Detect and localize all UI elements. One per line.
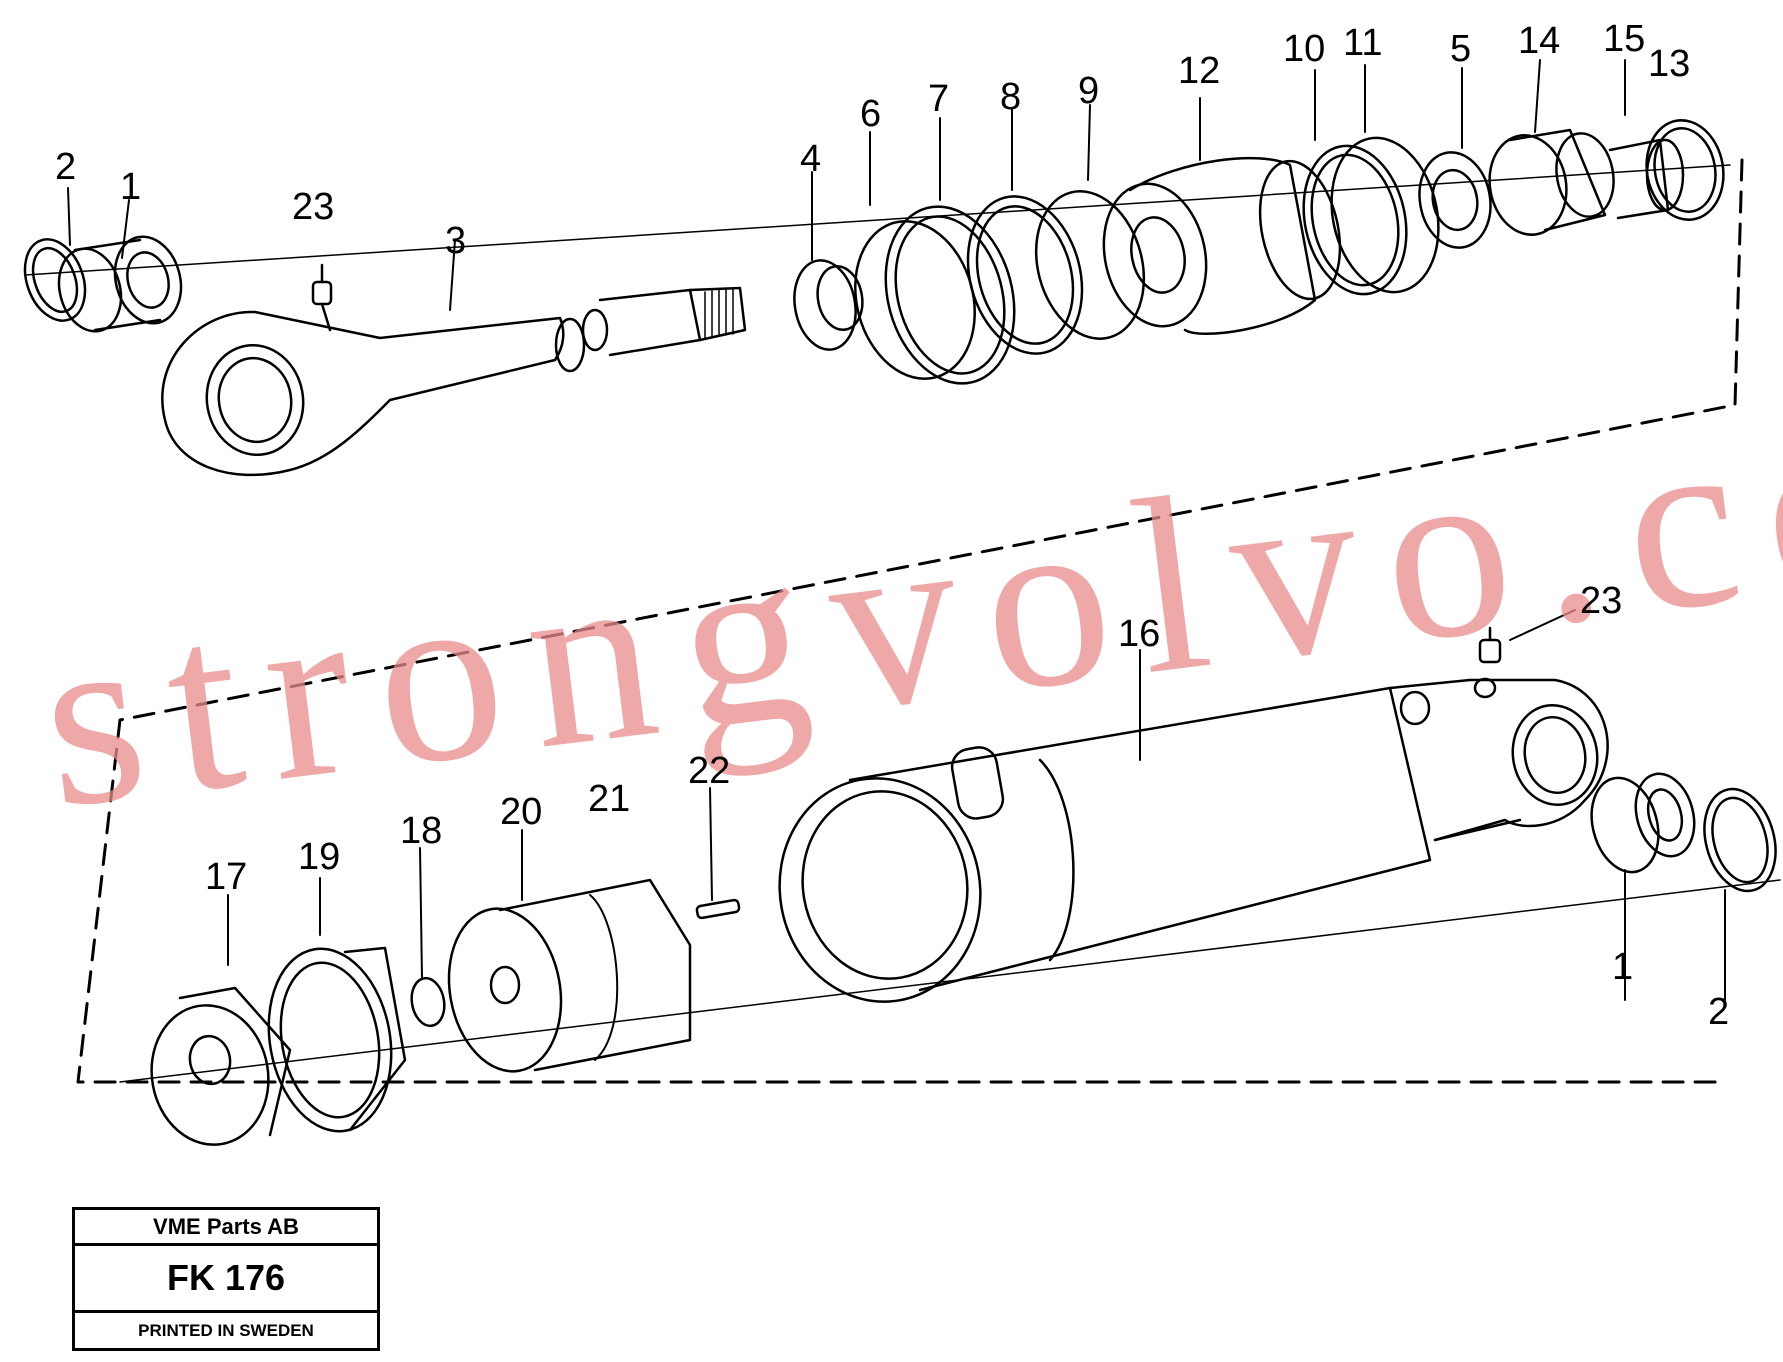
bottom-axis-line [119,879,1781,1083]
title-block-company: VME Parts AB [75,1210,377,1246]
part-5-seal [1418,151,1492,249]
part-9-snap-ring [1034,190,1146,340]
callout-12: 12 [1178,50,1221,92]
callout-11: 11 [1343,22,1383,64]
callout-16: 16 [1118,613,1161,655]
callout-3: 3 [445,220,467,262]
part-2-circlip-top [23,238,87,322]
part-23-grease-nipple-top [311,263,333,332]
part-16-cylinder-tube [778,678,1522,1003]
part-13-circlip [1645,119,1725,221]
part-22-set-screw [695,898,741,920]
callout-9: 9 [1078,70,1100,112]
top-axis-line [24,164,1731,276]
callout-22: 22 [688,750,731,792]
callout-7: 7 [928,78,950,120]
part-17-piston [150,986,292,1146]
part-23-grease-nipple-bottom [1478,609,1576,664]
part-3-piston-rod [161,286,747,477]
callout-21: 21 [588,778,631,820]
part-12-cylinder-head [1102,156,1342,335]
part-19-piston-seal [267,946,407,1133]
callout-5: 5 [1450,28,1472,70]
callout-4: 4 [800,138,822,180]
callout-2-top: 2 [55,146,77,188]
callout-8: 8 [1000,76,1022,118]
callout-18: 18 [400,810,443,852]
callout-19: 19 [298,836,341,878]
callout-23-bottom: 23 [1580,580,1623,622]
part-14-bushing [1488,128,1615,236]
callout-10: 10 [1283,28,1326,70]
callout-6: 6 [860,93,882,135]
callout-2-bottom: 2 [1708,991,1730,1033]
cylinder-eye [1399,677,1609,842]
callout-14: 14 [1518,20,1561,62]
callout-15: 15 [1603,18,1646,60]
callout-1-bottom: 1 [1612,946,1634,988]
part-1-bushing-top [57,235,183,333]
callout-1-top: 1 [120,166,142,208]
dashed-connector [76,158,1744,1084]
callout-20: 20 [500,791,543,833]
callout-13: 13 [1648,43,1691,85]
title-block-code: FK 176 [75,1246,377,1313]
part-11-ring [1330,136,1440,294]
part-1-bushing-bottom [1590,772,1696,874]
title-block-printed: PRINTED IN SWEDEN [138,1320,314,1340]
part-7-ring [884,205,1016,385]
part-20-guide [447,878,692,1073]
part-4-wiper [793,259,864,351]
title-block: VME Parts AB FK 176 PRINTED IN SWEDEN [72,1207,380,1351]
part-8-ring [966,195,1084,355]
part-18-o-ring [410,976,446,1028]
part-2-circlip-bottom [1703,787,1777,893]
callout-23-top: 23 [292,186,335,228]
callout-17: 17 [205,856,248,898]
